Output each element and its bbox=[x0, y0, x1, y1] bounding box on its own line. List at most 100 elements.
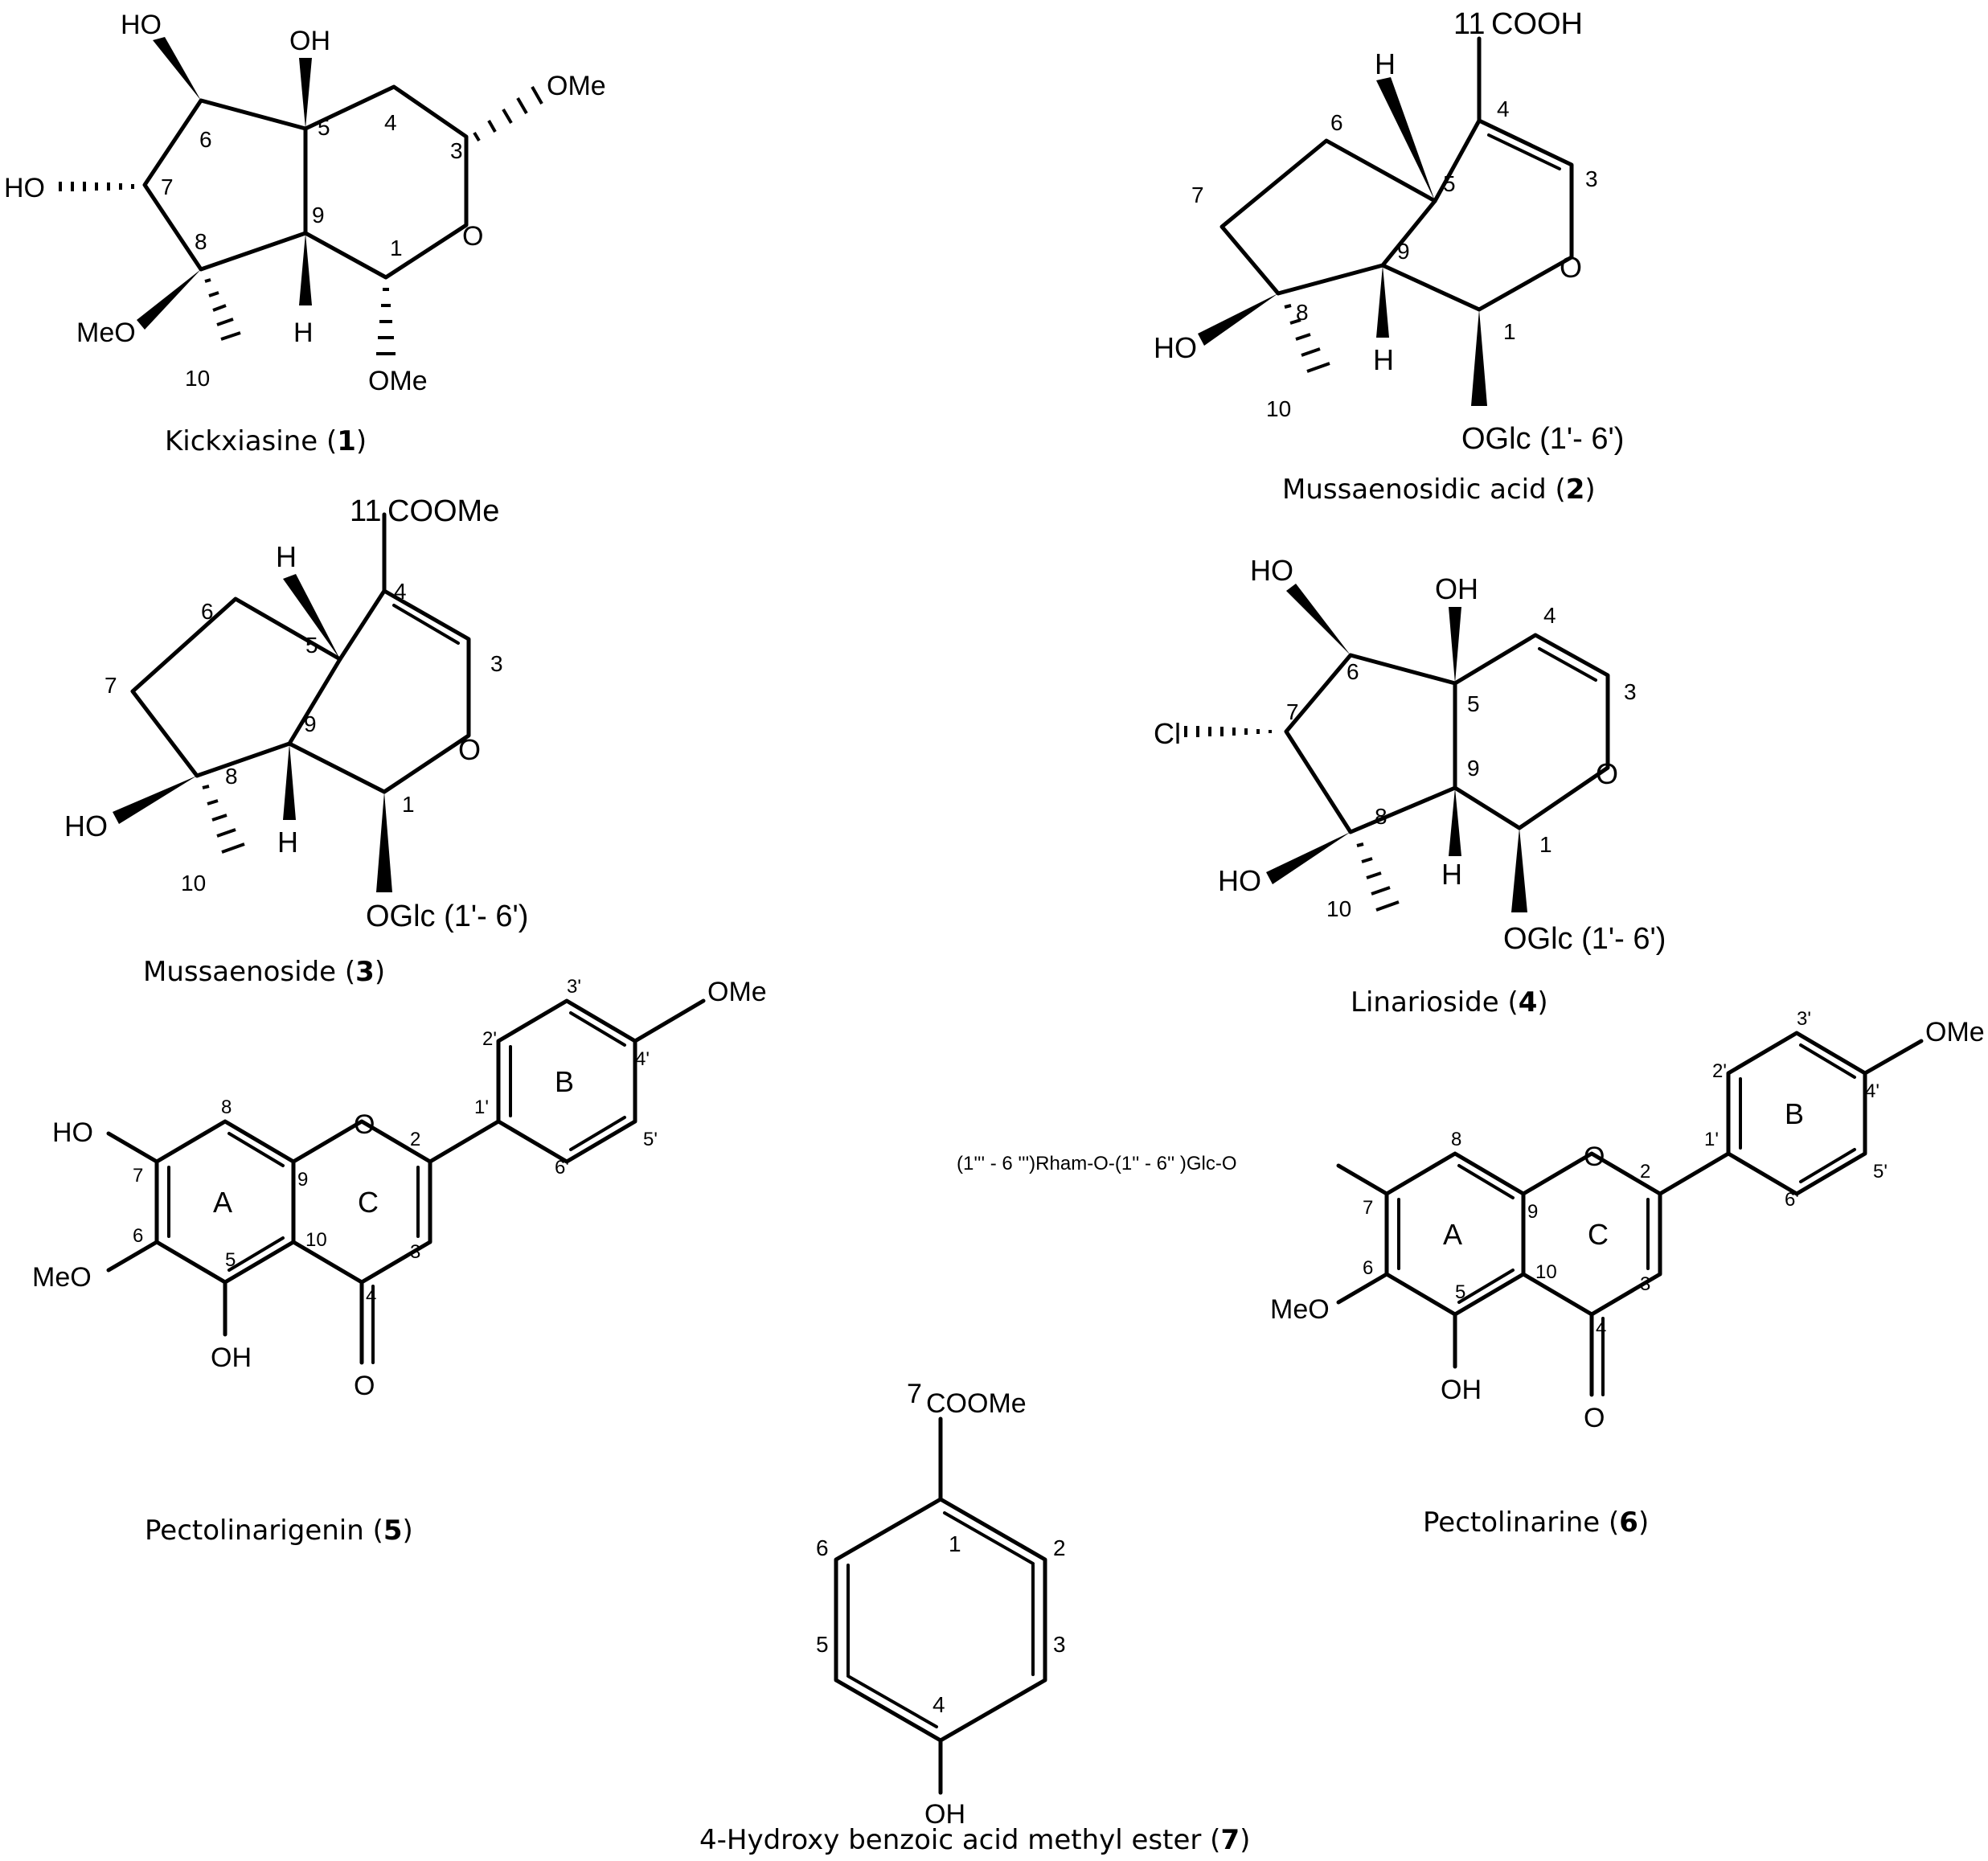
ring-oxygen-label: O bbox=[1584, 1142, 1605, 1172]
hydroxyl-label: HO bbox=[52, 1117, 93, 1148]
svg-text:7: 7 bbox=[1286, 699, 1299, 724]
svg-text:6: 6 bbox=[1330, 110, 1343, 135]
ring-label-a: A bbox=[1443, 1218, 1462, 1251]
atom-numbers: 6 5 4 3 1 9 8 7 10 bbox=[161, 110, 463, 391]
svg-text:1': 1' bbox=[474, 1097, 489, 1118]
svg-text:8: 8 bbox=[195, 229, 207, 254]
structure-hydroxybenzoate-methyl-ester: 7 COOMe OH 1 2 3 4 5 6 4-Hydroxy benzoic… bbox=[699, 1379, 1250, 1856]
svg-text:8: 8 bbox=[1451, 1129, 1461, 1150]
hydrogen-label: H bbox=[1373, 343, 1394, 376]
ring-label-a: A bbox=[213, 1186, 232, 1219]
svg-text:6: 6 bbox=[133, 1225, 143, 1247]
chloro-label: Cl bbox=[1154, 717, 1181, 750]
svg-text:3: 3 bbox=[1585, 166, 1598, 191]
svg-text:6: 6 bbox=[201, 599, 214, 624]
svg-text:7: 7 bbox=[161, 174, 174, 199]
svg-text:5': 5' bbox=[1873, 1161, 1888, 1183]
methoxy-label: MeO bbox=[76, 318, 136, 348]
hydroxyl-label: HO bbox=[1154, 331, 1197, 364]
svg-text:5: 5 bbox=[318, 115, 330, 140]
svg-text:4: 4 bbox=[1497, 96, 1510, 121]
svg-text:1: 1 bbox=[390, 236, 403, 260]
glucoside-label: OGlc (1'- 6') bbox=[1461, 422, 1624, 456]
svg-text:2: 2 bbox=[1053, 1535, 1066, 1560]
hydrogen-label: H bbox=[277, 826, 298, 859]
atom-numbers: 6 4 3 5 7 9 8 1 10 bbox=[1191, 96, 1598, 421]
svg-text:3: 3 bbox=[1053, 1632, 1066, 1657]
svg-text:1: 1 bbox=[1503, 319, 1516, 344]
methoxy-label: OMe bbox=[707, 977, 767, 1007]
svg-text:4: 4 bbox=[1596, 1318, 1606, 1339]
svg-text:4: 4 bbox=[366, 1285, 376, 1307]
svg-text:9: 9 bbox=[1527, 1201, 1538, 1223]
svg-text:5: 5 bbox=[1467, 691, 1480, 716]
structure-linarioside: HO OH Cl O H HO OGlc (1'- 6') 6 4 3 5 7 … bbox=[1154, 554, 1666, 1019]
svg-text:4: 4 bbox=[1543, 603, 1556, 628]
methoxy-label: MeO bbox=[32, 1262, 92, 1293]
svg-text:9: 9 bbox=[1467, 756, 1480, 781]
atom-numbers: 8 7 6 5 9 10 2 3 4 1' 2' 3' 4' 5' 6' bbox=[133, 976, 658, 1307]
methoxy-label: OMe bbox=[1925, 1017, 1985, 1047]
structure-pectolinarine: (1''' - 6 ''')Rham-O-(1'' - 6'' )Glc-O M… bbox=[957, 1008, 1985, 1539]
ester-label: COOMe bbox=[387, 494, 499, 528]
glucoside-label: OGlc (1'- 6') bbox=[366, 900, 528, 933]
compound-caption: Pectolinarigenin (5) bbox=[145, 1515, 413, 1547]
ring-oxygen-label: O bbox=[462, 221, 483, 252]
hydroxyl-label: OH bbox=[211, 1342, 252, 1373]
svg-text:10: 10 bbox=[181, 871, 206, 896]
structure-mussaenoside: 11 COOMe H O H HO OGlc (1'- 6') 6 4 3 5 … bbox=[64, 494, 528, 988]
structure-mussaenosidic-acid: 11 COOH H O H HO OGlc (1'- 6') 6 4 3 5 7… bbox=[1154, 7, 1624, 506]
ester-label: COOMe bbox=[926, 1388, 1027, 1419]
structure-pectolinarigenin: HO MeO OH O O OMe A C B 8 7 6 5 9 10 2 3… bbox=[32, 976, 767, 1547]
svg-text:3: 3 bbox=[450, 138, 463, 163]
atom-numbers: 6 4 3 5 7 9 8 1 10 bbox=[1286, 603, 1637, 921]
compound-caption: 4-Hydroxy benzoic acid methyl ester (7) bbox=[699, 1824, 1250, 1856]
hydrogen-label: H bbox=[1375, 47, 1396, 80]
svg-text:9: 9 bbox=[297, 1169, 308, 1191]
sugar-chain-label: (1''' - 6 ''')Rham-O-(1'' - 6'' )Glc-O bbox=[957, 1153, 1237, 1174]
svg-text:6: 6 bbox=[816, 1535, 829, 1560]
svg-text:8: 8 bbox=[1296, 300, 1309, 325]
carbon-number: 11 bbox=[1453, 7, 1485, 41]
hydrogen-label: H bbox=[1441, 858, 1462, 891]
svg-text:5: 5 bbox=[816, 1632, 829, 1657]
svg-text:10: 10 bbox=[185, 366, 210, 391]
structure-kickxiasine: HO OH HO OMe O H OMe MeO 6 5 4 3 1 9 8 7… bbox=[4, 10, 606, 457]
hydroxyl-label: OH bbox=[924, 1799, 965, 1830]
ring-oxygen-label: O bbox=[1560, 251, 1582, 284]
carbonyl-oxygen-label: O bbox=[354, 1371, 375, 1401]
hydroxyl-label: HO bbox=[121, 10, 162, 40]
hydroxyl-label: OH bbox=[1441, 1375, 1482, 1405]
svg-text:4': 4' bbox=[635, 1048, 650, 1070]
ring-label-c: C bbox=[358, 1186, 379, 1219]
compound-caption: Linarioside (4) bbox=[1351, 986, 1548, 1019]
ring-label-b: B bbox=[555, 1065, 574, 1098]
svg-text:2': 2' bbox=[482, 1028, 497, 1050]
svg-text:1: 1 bbox=[1539, 832, 1552, 857]
svg-text:5: 5 bbox=[1455, 1281, 1465, 1303]
svg-text:8: 8 bbox=[1375, 804, 1388, 829]
svg-text:1: 1 bbox=[949, 1531, 961, 1556]
compound-caption: Kickxiasine (1) bbox=[165, 425, 367, 457]
svg-text:10: 10 bbox=[305, 1229, 327, 1251]
svg-text:4: 4 bbox=[933, 1692, 945, 1717]
svg-text:8: 8 bbox=[225, 764, 238, 789]
hydroxyl-label: HO bbox=[1218, 864, 1261, 897]
svg-text:2': 2' bbox=[1712, 1060, 1727, 1082]
methoxy-label: MeO bbox=[1270, 1294, 1330, 1325]
carbonyl-oxygen-label: O bbox=[1584, 1403, 1605, 1433]
svg-text:5: 5 bbox=[1443, 171, 1456, 196]
compound-caption: Pectolinarine (6) bbox=[1423, 1506, 1649, 1539]
hydroxyl-label: HO bbox=[1250, 554, 1293, 587]
svg-text:1': 1' bbox=[1704, 1129, 1719, 1150]
svg-text:9: 9 bbox=[312, 203, 325, 228]
svg-text:10: 10 bbox=[1266, 396, 1291, 421]
hydroxyl-label: HO bbox=[64, 810, 108, 842]
svg-text:7: 7 bbox=[1191, 182, 1204, 207]
carboxyl-label: COOH bbox=[1491, 7, 1583, 41]
svg-text:5: 5 bbox=[305, 633, 318, 658]
atom-numbers: 6 4 3 5 7 9 8 1 10 bbox=[105, 579, 503, 896]
ring-oxygen-label: O bbox=[1596, 757, 1618, 790]
carbon-number: 11 bbox=[350, 494, 381, 528]
svg-text:6: 6 bbox=[1347, 659, 1359, 684]
